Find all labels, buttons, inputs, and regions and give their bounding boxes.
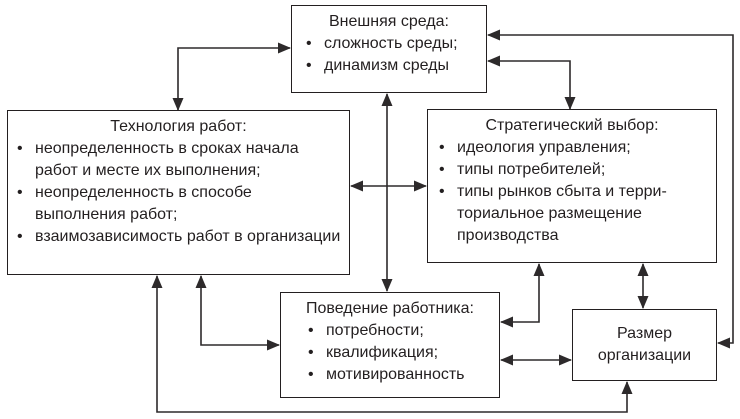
list-item: взаимозависимость работ в организации: [17, 226, 343, 248]
list-item: идеология управления;: [439, 137, 712, 159]
box-behavior: Поведение работника: потребности; квалиф…: [280, 292, 500, 398]
list-item: неопределенность в способе выполнения ра…: [17, 182, 343, 226]
connector-strategy-behavior: [500, 263, 545, 328]
box-strategy-list: идеология управления; типы потребителей;…: [428, 137, 716, 247]
connector-technology-size: [151, 275, 633, 413]
list-item: типы рынков сбыта и терри-ториальное раз…: [439, 181, 712, 247]
box-size-label: Размер организации: [597, 325, 692, 364]
connector-technology-behavior: [195, 275, 280, 351]
list-item: динамизм среды: [306, 55, 482, 77]
connector-technology-environment: [172, 42, 291, 111]
list-item: квалификация;: [308, 342, 495, 364]
box-technology-list: неопределенность в сроках начала работ и…: [8, 138, 349, 248]
box-behavior-list: потребности; квалификация; мотивированно…: [281, 320, 499, 386]
box-environment-list: сложность среды; динамизм среды: [292, 33, 486, 77]
box-size: Размер организации: [572, 309, 717, 381]
connector-size-environment: [487, 29, 734, 349]
connector-strategy-environment: [487, 55, 576, 110]
box-technology-title: Технология работ:: [110, 118, 247, 135]
list-item: мотивированность: [308, 364, 495, 386]
connector-group: [151, 29, 734, 413]
box-behavior-title: Поведение работника:: [306, 300, 474, 317]
list-item: типы потребителей;: [439, 159, 712, 181]
box-strategy: Стратегический выбор: идеология управлен…: [427, 109, 717, 263]
box-environment-title: Внешняя среда:: [329, 13, 449, 30]
box-technology: Технология работ: неопределенность в сро…: [7, 110, 350, 275]
box-environment: Внешняя среда: сложность среды; динамизм…: [291, 5, 487, 93]
list-item: потребности;: [308, 320, 495, 342]
box-strategy-title: Стратегический выбор:: [485, 117, 659, 134]
list-item: неопределенность в сроках начала работ и…: [17, 138, 343, 182]
list-item: сложность среды;: [306, 33, 482, 55]
